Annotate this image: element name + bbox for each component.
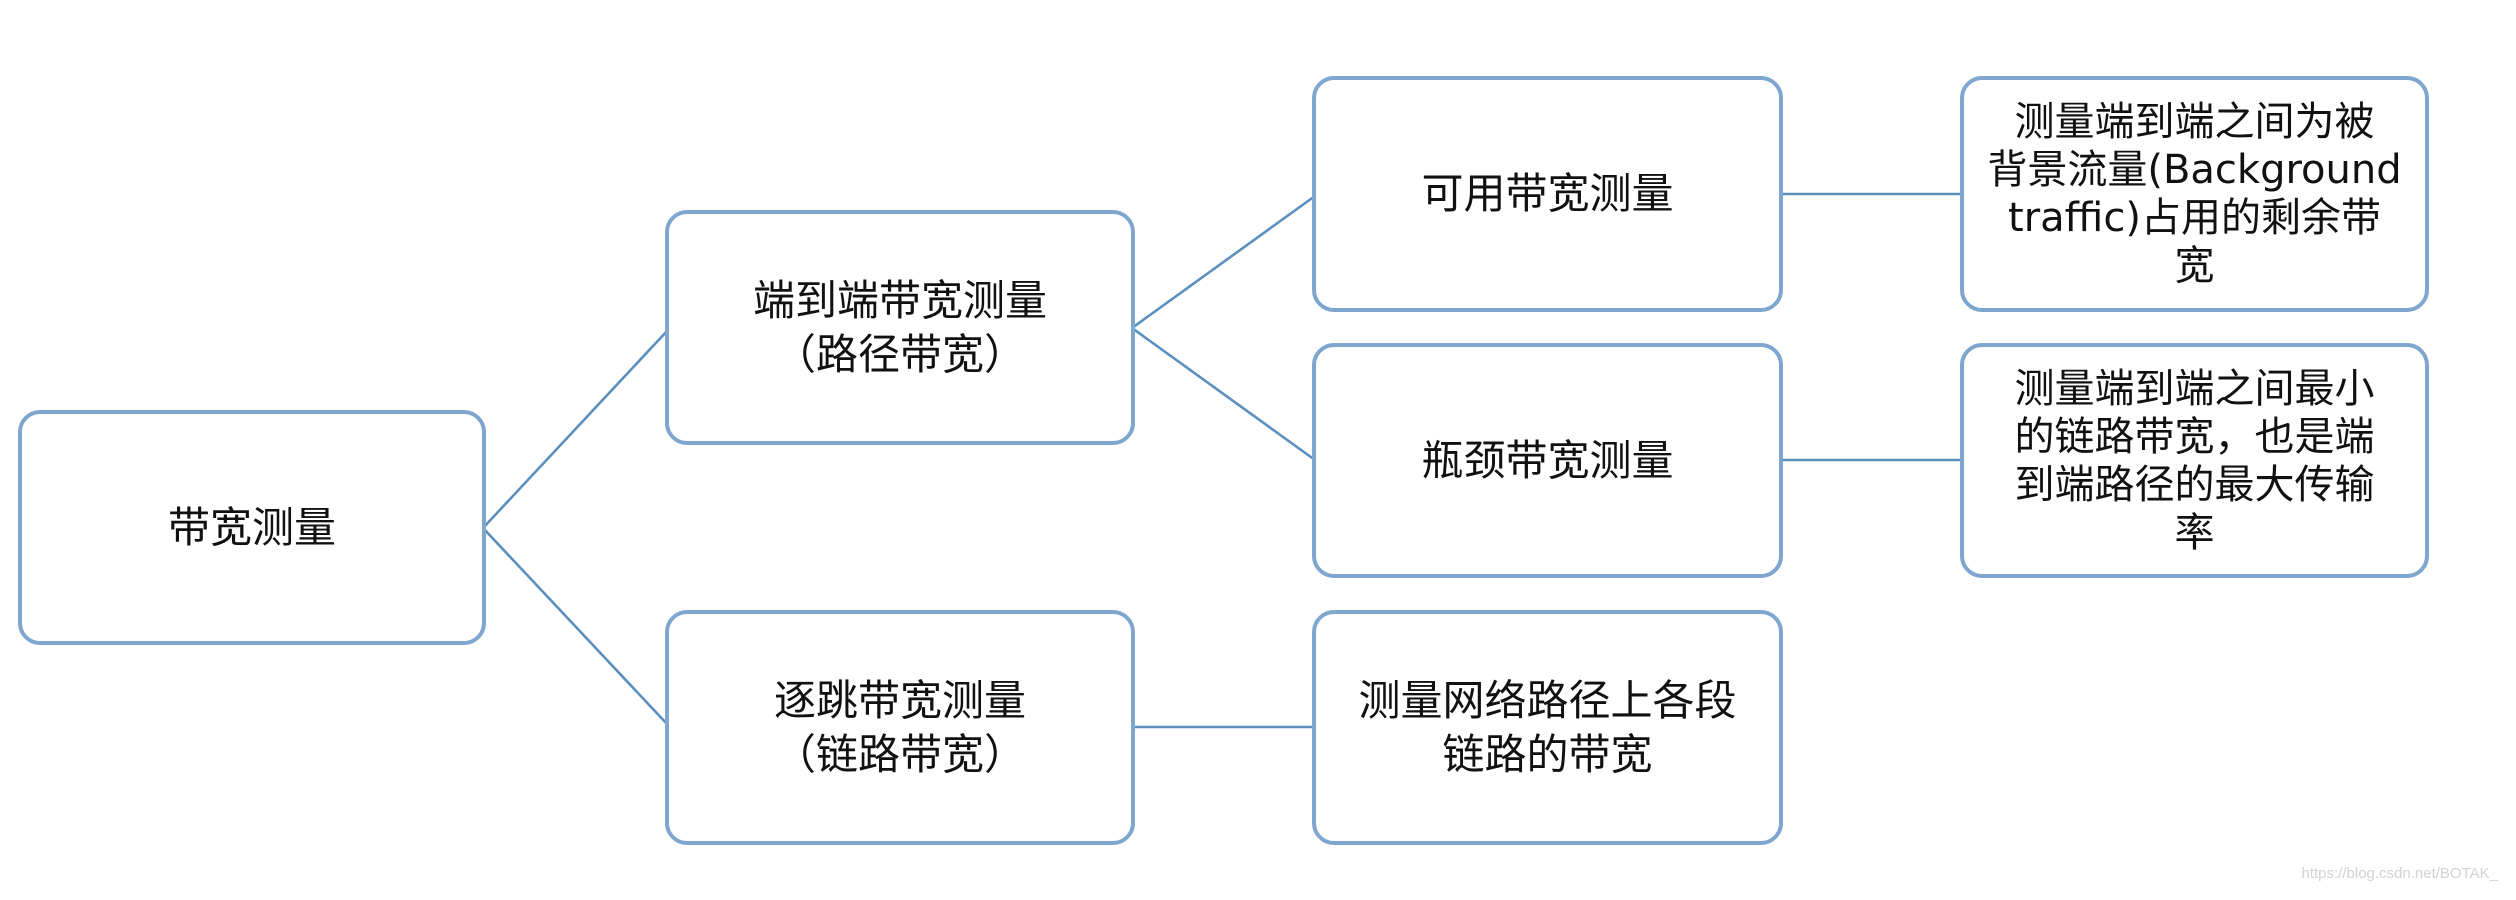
node-label: 测量网络路径上各段 链路的带宽 bbox=[1358, 675, 1737, 779]
node-label: 端到端带宽测量 （路径带宽） bbox=[752, 275, 1047, 379]
node-label: 带宽测量 bbox=[167, 502, 336, 552]
node-end-to-end-measurement: 端到端带宽测量 （路径带宽） bbox=[665, 210, 1135, 445]
watermark-text: https://blog.csdn.net/BOTAK_ bbox=[2301, 865, 2499, 882]
connector-end-to-end-to-available bbox=[1131, 194, 1316, 330]
node-label: 测量端到端之间为被 背景流量(Background traffic)占用的剩余带… bbox=[1987, 99, 2402, 289]
node-label: 可用带宽测量 bbox=[1421, 169, 1674, 219]
connector-root-to-end-to-end bbox=[482, 329, 669, 529]
node-bandwidth-measurement: 带宽测量 bbox=[18, 410, 486, 645]
node-bottleneck-description: 测量端到端之间最小 的链路带宽，也是端 到端路径的最大传输 率 bbox=[1960, 343, 2429, 578]
connector-root-to-hop-by-hop bbox=[482, 527, 669, 726]
node-label: 瓶颈带宽测量 bbox=[1421, 435, 1674, 485]
node-available-bandwidth: 可用带宽测量 bbox=[1312, 76, 1783, 312]
connector-end-to-end-to-bottleneck bbox=[1131, 326, 1316, 462]
node-hop-link-description: 测量网络路径上各段 链路的带宽 bbox=[1312, 610, 1783, 845]
node-available-description: 测量端到端之间为被 背景流量(Background traffic)占用的剩余带… bbox=[1960, 76, 2429, 312]
node-label: 逐跳带宽测量 （链路带宽） bbox=[773, 675, 1026, 779]
node-bottleneck-bandwidth: 瓶颈带宽测量 bbox=[1312, 343, 1783, 578]
node-hop-by-hop-measurement: 逐跳带宽测量 （链路带宽） bbox=[665, 610, 1135, 845]
node-label: 测量端到端之间最小 的链路带宽，也是端 到端路径的最大传输 率 bbox=[2014, 365, 2375, 556]
